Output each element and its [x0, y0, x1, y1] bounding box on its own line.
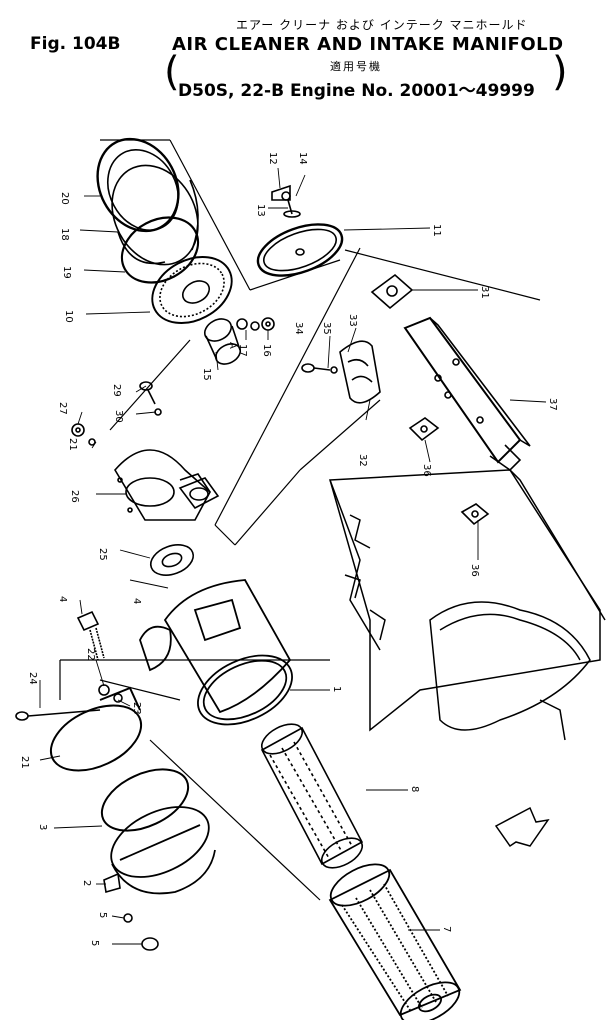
gasket-25 [149, 544, 195, 576]
callout-11: 11 [431, 224, 442, 237]
callout-4-lower: 4 [131, 598, 142, 604]
bolts-27-29-30 [71, 381, 162, 446]
header: エアー クリーナ および インテーク マニホールド Fig. 104B AIR … [0, 0, 612, 110]
page-title: AIR CLEANER AND INTAKE MANIFOLD [172, 34, 564, 55]
callout-14: 14 [297, 152, 308, 165]
callout-5-upper: 5 [97, 912, 108, 918]
bolt-34-washer-35 [301, 363, 338, 374]
front-direction-arrow-icon [494, 806, 550, 848]
callout-30: 30 [113, 410, 124, 423]
leader-lines [39, 167, 547, 945]
callout-37: 37 [547, 398, 558, 411]
callout-21-upper: 21 [67, 438, 78, 451]
applicability-line: D50S, 22-B Engine No. 20001～49999 [178, 81, 535, 101]
callout-16: 16 [261, 344, 272, 357]
engine-block [329, 469, 606, 741]
callout-10: 10 [63, 310, 74, 323]
callout-12: 12 [267, 152, 278, 165]
callout-29: 29 [111, 384, 122, 397]
callout-3: 3 [37, 824, 48, 830]
gaskets-36 [408, 417, 490, 526]
left-paren: ( [164, 49, 180, 95]
callout-13: 13 [255, 204, 266, 217]
frame-lines [59, 139, 541, 901]
callout-23: 23 [131, 702, 142, 715]
callout-18: 18 [59, 228, 70, 241]
dust-cup-1 [110, 806, 216, 895]
callout-35: 35 [321, 322, 332, 335]
callout-32: 32 [357, 454, 368, 467]
callout-4-upper: 4 [57, 596, 68, 602]
callout-36-lower: 36 [469, 564, 480, 577]
small-fittings-17-16 [236, 317, 275, 331]
seal-ring-3 [100, 768, 190, 832]
callout-5-lower: 5 [89, 940, 100, 946]
clamp-band-21 [49, 686, 143, 772]
callout-8: 8 [409, 786, 420, 792]
jp-title: エアー クリーナ および インテーク マニホールド [236, 18, 528, 32]
precleaner-cap-20 [96, 137, 180, 233]
callout-A: A [227, 342, 238, 349]
precleaner-bowl-18 [111, 164, 199, 266]
callout-31: 31 [479, 286, 490, 299]
figure-number: Fig. 104B [30, 34, 121, 54]
wing-nut-12-14 [271, 184, 301, 218]
jp-applicability: 適用号機 [330, 60, 382, 73]
callout-7: 7 [441, 926, 452, 932]
callout-19: 19 [61, 266, 72, 279]
callout-2: 2 [81, 880, 92, 886]
flange-gasket-31 [370, 273, 414, 310]
cover-11 [256, 223, 344, 277]
intake-manifold-37 [403, 316, 531, 472]
inlet-flange-26 [114, 449, 212, 521]
callout-17: 17 [237, 344, 248, 357]
callout-34: 34 [293, 322, 304, 335]
callout-22: 22 [85, 648, 96, 661]
callout-15: 15 [201, 368, 212, 381]
cleaner-body-9 [139, 579, 293, 726]
fan-element-10 [151, 255, 233, 325]
bolt-24 [15, 709, 101, 721]
gasket-28 [178, 477, 220, 510]
outer-element-7 [328, 863, 462, 1020]
inner-element-8 [260, 723, 364, 869]
callout-21-lower: 21 [19, 756, 30, 769]
bolt-4 [76, 610, 105, 661]
elbow-32 [339, 340, 381, 404]
callout-36-upper: 36 [421, 464, 432, 477]
callout-33: 33 [347, 314, 358, 327]
callout-26: 26 [69, 490, 80, 503]
callout-1: 1 [331, 686, 342, 692]
callout-27: 27 [57, 402, 68, 415]
gasket-ring-19 [120, 216, 200, 284]
callout-20: 20 [59, 192, 70, 205]
callout-25: 25 [97, 548, 108, 561]
callout-24: 24 [27, 672, 38, 685]
right-paren: ) [552, 49, 568, 95]
callout-labels: 12 14 13 11 20 18 19 10 A 15 17 16 31 34… [19, 152, 558, 946]
